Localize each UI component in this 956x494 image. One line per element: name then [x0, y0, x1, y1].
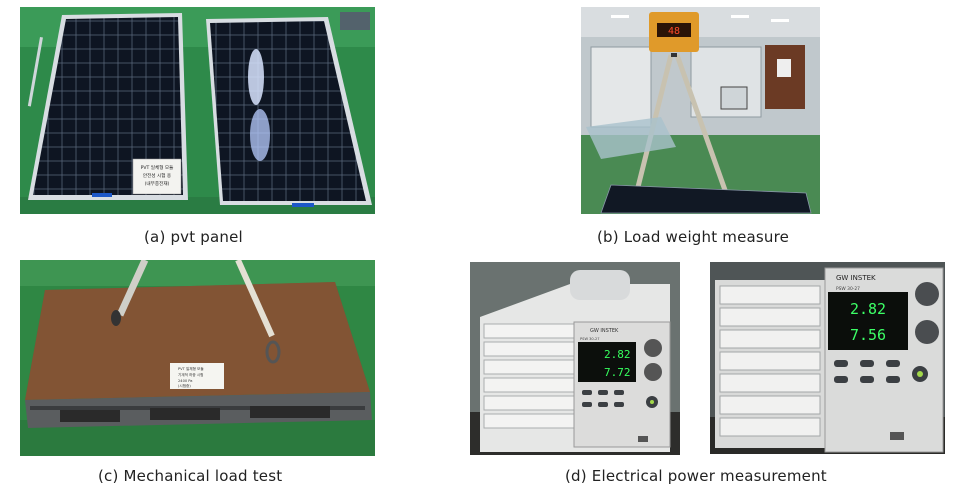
panel-label-line-1: PVT 일체형 모듈: [141, 164, 174, 171]
pvt-panel-left: PVT 일체형 모듈 안전성 시험 용 (내부충전재): [28, 13, 188, 200]
right-voltage-display: 2.82: [850, 300, 886, 318]
pvt-panel-right: [206, 17, 372, 207]
sheet-line-3: 2400 Pa: [178, 379, 193, 383]
right-model: PSW 30-27: [836, 286, 860, 292]
scale-display: 48: [668, 26, 680, 37]
photo-power-supply-left: GW INSTEK PSW 30-27 2.82 7.72: [470, 262, 680, 455]
hanging-scale: 48: [649, 12, 699, 52]
left-current-display: 7.72: [604, 366, 631, 379]
left-model: PSW 30-27: [580, 337, 600, 341]
sheet-line-1: PVT 일체형 모듈: [178, 366, 204, 371]
left-brand: GW INSTEK: [590, 328, 619, 334]
photo-load-weight: 48: [581, 7, 820, 214]
sheet-line-2: 기계적 하중 시험: [178, 372, 203, 377]
caption-d: (d) Electrical power measurement: [565, 467, 827, 485]
panel-label-line-2: 안전성 시험 용: [143, 172, 171, 179]
panel-label-line-3: (내부충전재): [145, 180, 170, 187]
photo-mechanical-load: PVT 일체형 모듈 기계적 하중 시험 2400 Pa (시험중): [20, 260, 375, 456]
caption-a: (a) pvt panel: [144, 228, 243, 246]
sheet-line-4: (시험중): [178, 383, 191, 388]
photo-pvt-panel: PVT 일체형 모듈 안전성 시험 용 (내부충전재): [20, 7, 375, 214]
left-voltage-display: 2.82: [604, 348, 631, 361]
caption-b: (b) Load weight measure: [597, 228, 790, 246]
test-label-sheet: PVT 일체형 모듈 기계적 하중 시험 2400 Pa (시험중): [170, 363, 224, 389]
photo-power-supply-right: GW INSTEK PSW 30-27 2.82 7.56: [710, 262, 945, 454]
caption-c: (c) Mechanical load test: [98, 467, 283, 485]
right-brand: GW INSTEK: [836, 274, 876, 282]
right-current-display: 7.56: [850, 326, 886, 344]
